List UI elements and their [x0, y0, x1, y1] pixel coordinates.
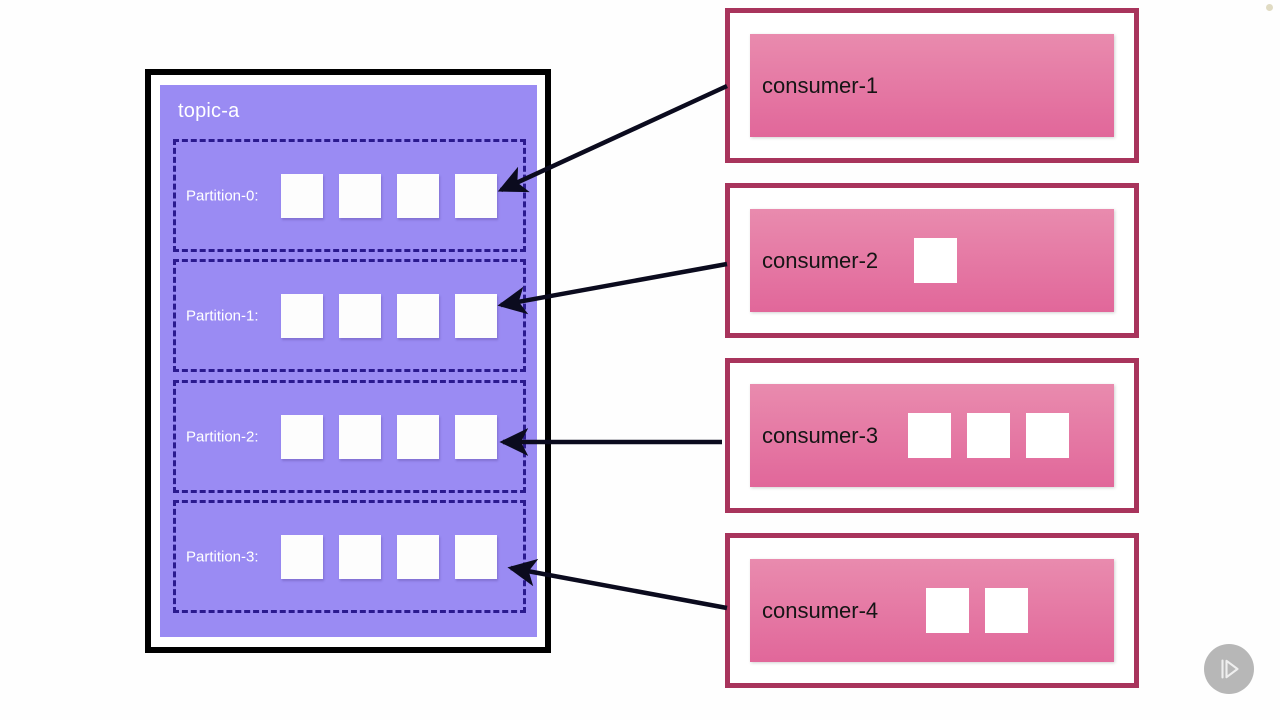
consumer-messages-2	[914, 238, 958, 283]
topic-title: topic-a	[178, 100, 240, 122]
consumer-body-2: consumer-2	[750, 209, 1114, 312]
message-box	[455, 534, 497, 579]
message-box	[397, 173, 439, 218]
partition-row-3: Partition-3:	[173, 500, 526, 613]
message-box	[985, 588, 1029, 633]
consumer-label-2: consumer-2	[762, 247, 879, 273]
message-box	[397, 534, 439, 579]
partition-messages-0	[281, 173, 497, 218]
partition-row-1: Partition-1:	[173, 259, 526, 372]
corner-marker	[1266, 4, 1273, 11]
partition-row-0: Partition-0:	[173, 139, 526, 252]
partition-messages-2	[281, 414, 497, 459]
message-box	[281, 534, 323, 579]
consumer-body-3: consumer-3	[750, 384, 1114, 487]
message-box	[339, 293, 381, 338]
partition-messages-1	[281, 293, 497, 338]
consumer-body-1: consumer-1	[750, 34, 1114, 137]
message-box	[926, 588, 970, 633]
partition-messages-3	[281, 534, 497, 579]
partition-row-2: Partition-2:	[173, 380, 526, 493]
consumer-card-1: consumer-1	[725, 8, 1139, 163]
partition-label-2: Partition-2:	[186, 428, 259, 445]
play-circle-icon[interactable]	[1204, 644, 1254, 694]
consumer-card-2: consumer-2	[725, 183, 1139, 338]
message-box	[397, 293, 439, 338]
consumer-label-3: consumer-3	[762, 422, 879, 448]
consumer-body-4: consumer-4	[750, 559, 1114, 662]
consumer-messages-4	[926, 588, 1029, 633]
message-box	[281, 173, 323, 218]
play-glyph	[1221, 659, 1239, 679]
message-box	[339, 414, 381, 459]
message-box	[281, 293, 323, 338]
message-box	[455, 414, 497, 459]
partition-label-1: Partition-1:	[186, 307, 259, 324]
partition-label-3: Partition-3:	[186, 548, 259, 565]
message-box	[967, 413, 1011, 458]
consumer-label-1: consumer-1	[762, 72, 879, 98]
consumer-card-4: consumer-4	[725, 533, 1139, 688]
message-box	[455, 293, 497, 338]
message-box	[339, 173, 381, 218]
consumer-card-3: consumer-3	[725, 358, 1139, 513]
message-box	[397, 414, 439, 459]
partition-label-0: Partition-0:	[186, 187, 259, 204]
message-box	[281, 414, 323, 459]
message-box	[908, 413, 952, 458]
message-box	[914, 238, 958, 283]
message-box	[339, 534, 381, 579]
message-box	[1026, 413, 1070, 458]
consumer-label-4: consumer-4	[762, 597, 879, 623]
message-box	[455, 173, 497, 218]
consumer-messages-3	[908, 413, 1070, 458]
